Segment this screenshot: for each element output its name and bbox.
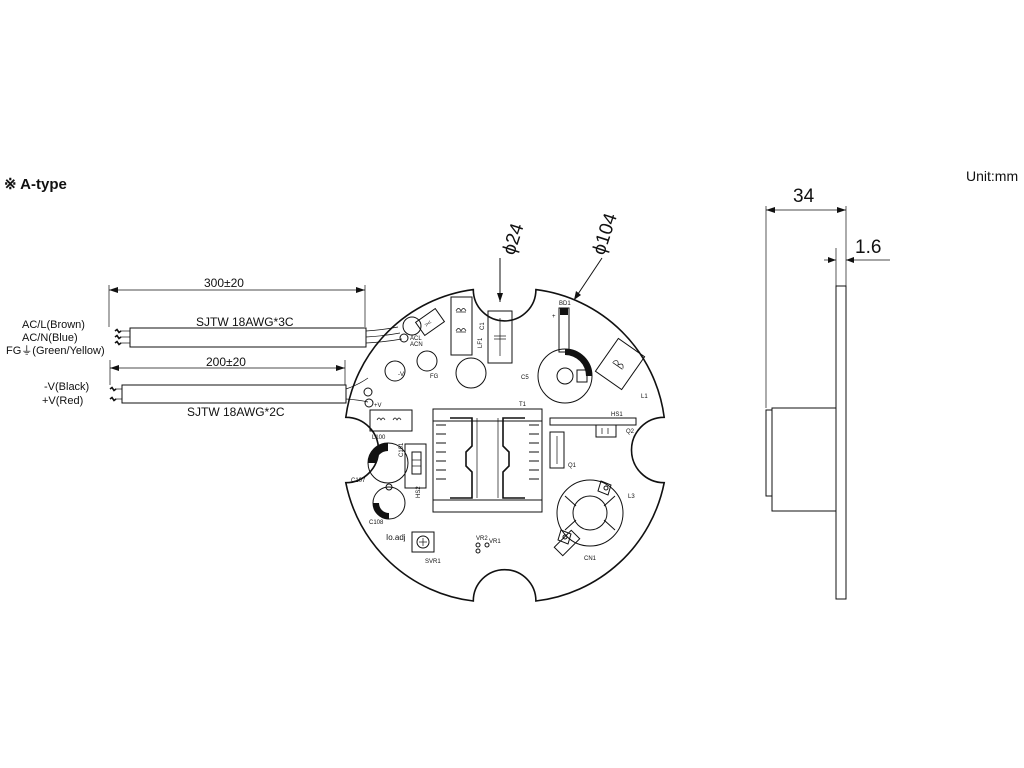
ac-cable-length: 300±20 <box>204 276 244 290</box>
thickness-label: 1.6 <box>855 237 881 258</box>
t1-pins-right <box>529 424 539 480</box>
io-adj-label: Io.adj <box>386 533 406 542</box>
ac-cable: 300±20 SJTW 18AWG*3C <box>108 276 403 348</box>
transformer-t1 <box>432 408 543 513</box>
ref-neg-v: -V <box>398 372 404 378</box>
connector-cn1 <box>553 529 581 557</box>
thickness-dimension: 1.6 <box>824 237 890 286</box>
side-component-cap <box>765 409 773 497</box>
ref-hs2: HS2 <box>416 486 422 498</box>
side-view: 34 1.6 <box>765 186 890 600</box>
height-dimension: 34 <box>765 186 847 408</box>
capacitor-c108 <box>372 483 406 520</box>
ac-cable-type: SJTW 18AWG*3C <box>196 315 294 329</box>
phi104-label: ϕ104 <box>589 210 622 257</box>
wire-label-acn: AC/N(Blue) <box>22 332 78 344</box>
phi104-dimension: ϕ104 <box>573 210 622 301</box>
capacitor-c107 <box>367 442 409 484</box>
ref-c1: C1 <box>480 322 486 330</box>
ref-c101: C101 <box>399 442 405 457</box>
heatsink-hs1 <box>549 417 637 469</box>
wire-label-vneg: -V(Black) <box>44 381 89 393</box>
ref-vr1: VR1 <box>489 539 501 545</box>
ref-q1: Q1 <box>568 463 577 469</box>
pcb-outline <box>344 288 666 602</box>
standoff-hole <box>455 357 487 389</box>
phi24-label: ϕ24 <box>499 220 529 257</box>
dc-cable: 200±20 SJTW 18AWG*2C <box>109 355 369 419</box>
ref-acl: ACL <box>410 336 422 342</box>
input-fuse-block: >< <box>414 307 446 337</box>
ref-hs1: HS1 <box>611 412 623 418</box>
ref-pos-v: +V <box>374 403 382 409</box>
adjust-pot-svr1 <box>411 531 435 553</box>
svg-text:><: >< <box>424 319 434 328</box>
ref-acn: ACN <box>410 342 423 348</box>
ref-fg: FG <box>430 374 439 380</box>
ref-cn1: CN1 <box>584 556 597 562</box>
side-component-block <box>771 407 837 512</box>
ref-c107: C107 <box>351 478 366 484</box>
unit-label: Unit:mm <box>966 168 1018 184</box>
ref-svr1: SVR1 <box>425 559 441 565</box>
ref-c108: C108 <box>369 520 384 526</box>
line-filter-lf1 <box>450 296 473 356</box>
side-pcb <box>835 285 847 600</box>
height-label: 34 <box>793 186 815 207</box>
ref-bd1: BD1 <box>559 301 571 307</box>
capacitor-c1 <box>487 310 513 364</box>
capacitor-c5 <box>537 348 593 404</box>
pcb-top-view: ϕ24 ϕ104 300±20 SJTW 18AWG*3C <box>6 210 666 602</box>
drawing-title: ※ A-type <box>4 176 67 193</box>
heatsink-hs2 <box>404 443 427 489</box>
ref-c5: C5 <box>521 375 529 381</box>
bridge-bd1 <box>558 307 570 353</box>
wire-label-fg: FG⏚(Green/Yellow) <box>6 344 105 357</box>
wire-label-acl: AC/L(Brown) <box>22 319 85 331</box>
input-pads <box>363 316 438 408</box>
ref-l1: L1 <box>641 394 648 400</box>
phi24-dimension: ϕ24 <box>497 220 529 302</box>
inductor-l1 <box>594 337 646 391</box>
ref-vr2: VR2 <box>476 536 488 542</box>
dc-cable-type: SJTW 18AWG*2C <box>187 405 285 419</box>
t1-pins-left <box>436 424 446 480</box>
ref-q2: Q2 <box>626 429 635 435</box>
plus-marker: + <box>552 314 556 320</box>
ref-lf1: LF1 <box>478 337 484 348</box>
ref-t1: T1 <box>519 402 527 408</box>
ref-l3: L3 <box>628 494 635 500</box>
inductor-l3 <box>556 479 624 547</box>
vr-pads <box>475 542 490 554</box>
inductor-l100 <box>369 409 413 432</box>
ref-l100: L100 <box>372 435 386 441</box>
dc-cable-length: 200±20 <box>206 355 246 369</box>
wire-label-vpos: +V(Red) <box>42 395 83 407</box>
